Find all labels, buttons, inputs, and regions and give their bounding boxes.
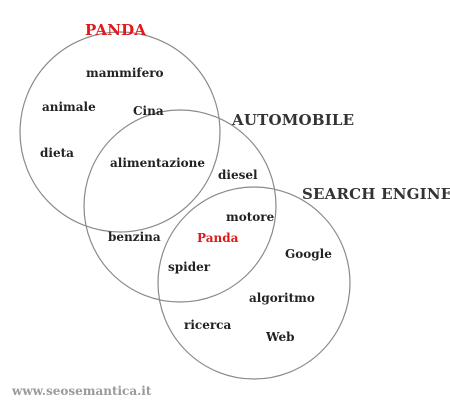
term-motore: motore: [226, 210, 275, 224]
search-engine-set-title: SEARCH ENGINE: [302, 185, 450, 203]
term-mammifero: mammifero: [86, 66, 164, 80]
term-diesel: diesel: [218, 168, 258, 182]
footer-site-url: www.seosemantica.it: [12, 384, 152, 398]
term-alimentazione: alimentazione: [110, 156, 206, 170]
panda-set-title: PANDA: [85, 21, 147, 39]
term-web: Web: [266, 330, 295, 344]
term-algoritmo: algoritmo: [249, 291, 315, 305]
term-animale: animale: [42, 100, 96, 114]
term-spider: spider: [168, 260, 211, 274]
automobile-set-circle: [83, 109, 277, 303]
term-google: Google: [285, 247, 332, 261]
term-benzina: benzina: [108, 230, 161, 244]
automobile-set-title: AUTOMOBILE: [232, 111, 355, 129]
term-cina: Cina: [133, 104, 164, 118]
panda-set-circle: [19, 31, 221, 233]
term-dieta: dieta: [40, 146, 74, 160]
term-panda-highlighted: Panda: [197, 231, 239, 245]
term-ricerca: ricerca: [184, 318, 232, 332]
search-engine-set-circle: [157, 186, 351, 380]
